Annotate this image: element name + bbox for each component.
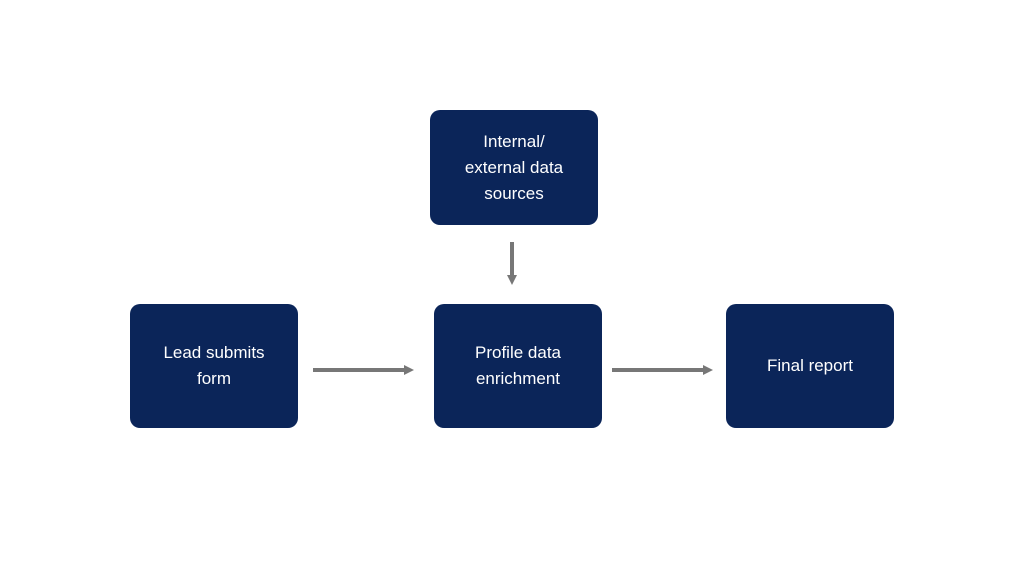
node-final-report-label: Final report (767, 356, 853, 375)
node-profile-data-enrichment: Profile data enrichment (434, 304, 602, 428)
node-final-report: Final report (726, 304, 894, 428)
node-lead-submits-form: Lead submits form (130, 304, 298, 428)
node-profile-data-enrichment-label: Profile data enrichment (475, 343, 561, 388)
node-lead-submits-form-label: Lead submits form (163, 343, 265, 388)
node-data-sources: Internal/ external data sources (430, 110, 598, 225)
node-data-sources-label: Internal/ external data sources (464, 131, 564, 203)
